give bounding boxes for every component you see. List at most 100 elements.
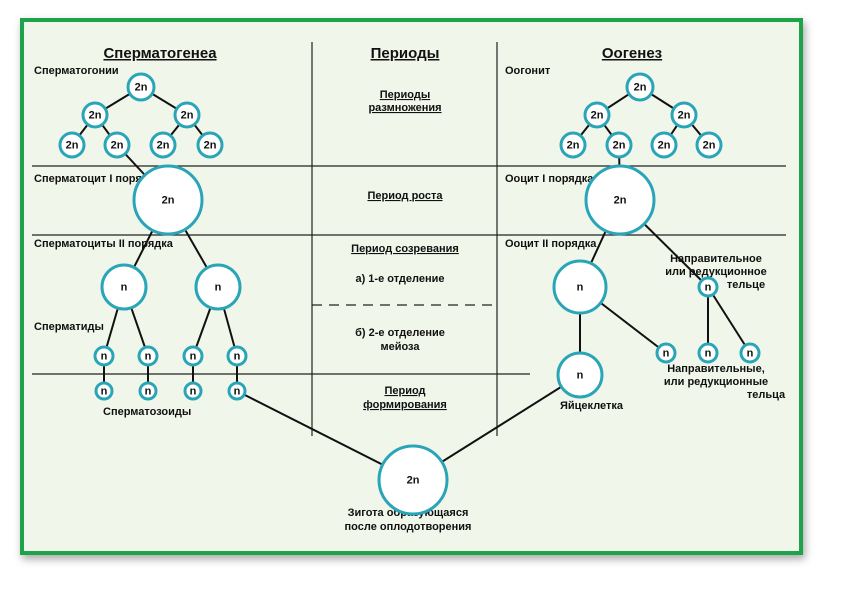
label-spermatogonia: Сперматогонии: [34, 65, 119, 77]
oogonium-node: 2n: [605, 131, 633, 159]
polar-body-node: n: [697, 276, 719, 298]
label-formation-1: Период: [384, 385, 425, 397]
cell-circle: [556, 351, 604, 399]
cell-circle: [226, 345, 248, 367]
cell-circle: [132, 164, 204, 236]
spermatogonium-node: 2n: [126, 72, 156, 102]
ploidy-label: 2n: [157, 140, 170, 152]
label-polar-bodies-1: Направительные,: [667, 363, 765, 375]
oogonium-node: 2n: [695, 131, 723, 159]
polar-body-node: n: [739, 342, 761, 364]
cell-circle: [126, 72, 156, 102]
ploidy-label: n: [705, 282, 712, 294]
label-egg: Яйцеклетка: [560, 400, 624, 412]
ploidy-label: 2n: [658, 140, 671, 152]
cell-circle: [739, 342, 761, 364]
label-spermatocyte-1: Сперматоцит I порядка: [34, 173, 161, 185]
cell-circle: [196, 131, 224, 159]
cell-circle: [584, 164, 656, 236]
cell-circle: [552, 259, 608, 315]
cell-circle: [183, 381, 203, 401]
ploidy-label: n: [234, 386, 241, 398]
label-oocyte-2: Ооцит II порядка: [505, 238, 597, 250]
spermatocyte-2-node: n: [100, 263, 148, 311]
ploidy-label: n: [663, 348, 670, 360]
spermatozoon-node: n: [138, 381, 158, 401]
polar-body-node: n: [697, 342, 719, 364]
cell-circle: [94, 381, 114, 401]
oogonium-node: 2n: [650, 131, 678, 159]
egg-node: n: [556, 351, 604, 399]
label-oogonia: Оогонит: [505, 65, 551, 77]
cell-circle: [137, 345, 159, 367]
oogonium-node: 2n: [670, 101, 698, 129]
ploidy-label: n: [101, 351, 108, 363]
ploidy-label: 2n: [591, 110, 604, 122]
cell-circle: [93, 345, 115, 367]
spermatozoon-node: n: [94, 381, 114, 401]
ploidy-label: n: [145, 351, 152, 363]
ploidy-label: 2n: [613, 140, 626, 152]
ploidy-label: 2n: [111, 140, 124, 152]
oogonium-node: 2n: [559, 131, 587, 159]
cell-circle: [697, 276, 719, 298]
label-spermatids: Сперматиды: [34, 321, 104, 333]
grid-lines: [32, 42, 786, 436]
ploidy-label: n: [121, 282, 128, 294]
label-reproduction-1: Периоды: [380, 89, 430, 101]
label-division-2-line1: б) 2-е отделение: [355, 327, 445, 339]
label-spermatozoa: Сперматозоиды: [103, 406, 191, 418]
oogonium-node: 2n: [583, 101, 611, 129]
ploidy-label: n: [705, 348, 712, 360]
spermatid-node: n: [93, 345, 115, 367]
spermatozoon-node: n: [227, 381, 247, 401]
ploidy-label: n: [577, 282, 584, 294]
ploidy-label: 2n: [162, 195, 175, 207]
cell-circle: [625, 72, 655, 102]
ploidy-label: n: [234, 351, 241, 363]
label-division-1: а) 1-е отделение: [355, 273, 444, 285]
ploidy-label: 2n: [703, 140, 716, 152]
label-polar-body-3: тельце: [727, 279, 765, 291]
ploidy-label: 2n: [89, 110, 102, 122]
ploidy-label: n: [577, 370, 584, 382]
spermatogonium-node: 2n: [149, 131, 177, 159]
ploidy-label: 2n: [678, 110, 691, 122]
oogonium-node: 2n: [625, 72, 655, 102]
spermatocyte-2-node: n: [194, 263, 242, 311]
label-reproduction-2: размножения: [368, 102, 441, 114]
ploidy-label: 2n: [634, 82, 647, 94]
spermatogonium-node: 2n: [58, 131, 86, 159]
polar-body-node: n: [655, 342, 677, 364]
label-zygote-2: после оплодотворения: [345, 521, 472, 533]
cell-circle: [194, 263, 242, 311]
ploidy-label: n: [190, 351, 197, 363]
ploidy-label: 2n: [204, 140, 217, 152]
ploidy-label: n: [101, 386, 108, 398]
spermatogonium-node: 2n: [103, 131, 131, 159]
spermatocyte-1-node: 2n: [132, 164, 204, 236]
spermatogonium-node: 2n: [196, 131, 224, 159]
label-polar-body-1: Направительное: [670, 253, 762, 265]
header-oogenesis: Оогенез: [602, 45, 662, 62]
ploidy-label: 2n: [567, 140, 580, 152]
spermatid-node: n: [226, 345, 248, 367]
header-periods: Периоды: [371, 45, 440, 62]
cell-circle: [100, 263, 148, 311]
ploidy-label: n: [215, 282, 222, 294]
label-polar-bodies-3: тельца: [747, 389, 786, 401]
cell-circle: [58, 131, 86, 159]
spermatozoon-node: n: [183, 381, 203, 401]
cell-circle: [377, 444, 449, 516]
cell-circle: [149, 131, 177, 159]
cell-circle: [138, 381, 158, 401]
cell-circle: [650, 131, 678, 159]
cell-circle: [697, 342, 719, 364]
spermatogonium-node: 2n: [173, 101, 201, 129]
label-formation-2: формирования: [363, 399, 447, 411]
ploidy-label: n: [747, 348, 754, 360]
cell-circle: [103, 131, 131, 159]
cell-circle: [81, 101, 109, 129]
